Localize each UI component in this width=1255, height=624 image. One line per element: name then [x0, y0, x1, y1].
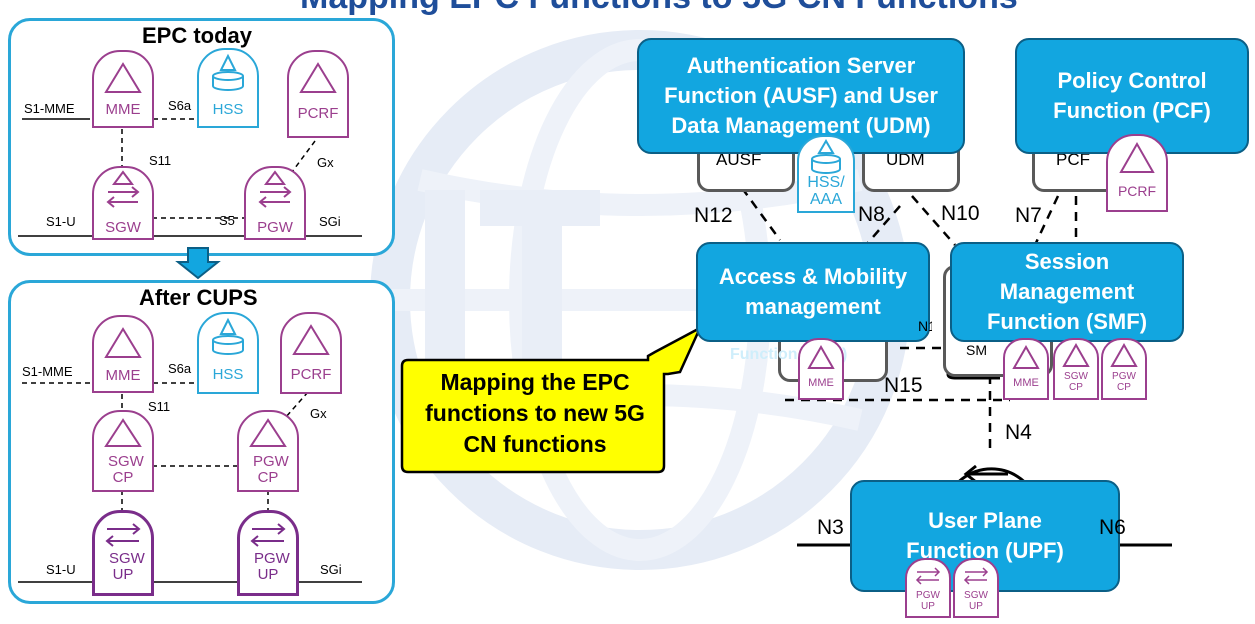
cups-pgw-up-label: PGW UP	[254, 550, 290, 583]
n11-label: N11	[918, 318, 932, 334]
s5-label: S5	[219, 213, 235, 228]
mme-label: MME	[105, 101, 141, 118]
sgw-cp-5g-label: SGW CP	[1064, 371, 1088, 393]
pgw-cp-5g-label: PGW CP	[1112, 371, 1136, 393]
s11-label: S11	[149, 153, 172, 168]
pcrf-5g-label: PCRF	[1117, 183, 1157, 199]
cups-sgw-cp-node: SGW CP	[92, 410, 154, 492]
n3-label: N3	[817, 516, 844, 539]
cups-s11-label: S11	[148, 399, 171, 414]
sgw-cp-5g-node: SGW CP	[1053, 338, 1099, 400]
sgw-label: SGW	[105, 219, 141, 236]
n12-label: N12	[694, 204, 733, 227]
n6-label: N6	[1099, 516, 1126, 539]
amf-box: Access & Mobility management	[696, 242, 930, 342]
cups-sgw-up-label: SGW UP	[109, 550, 145, 583]
cups-hss-label: HSS	[212, 366, 244, 383]
cups-s6a-label: S6a	[168, 361, 192, 376]
hss-aaa-label: HSS/ AAA	[807, 174, 845, 208]
cups-s1-u-label: S1-U	[46, 562, 76, 577]
n8-label: N8	[858, 203, 885, 226]
pcrf-label: PCRF	[297, 105, 339, 122]
pgw-node: PGW	[244, 166, 306, 240]
cups-pcrf-label: PCRF	[290, 366, 332, 383]
callout-text: Mapping the EPC functions to new 5G CN f…	[425, 369, 645, 457]
s1-u-label: S1-U	[46, 214, 76, 229]
s1-mme-label: S1-MME	[24, 101, 75, 116]
upf-box: User Plane Function (UPF)	[850, 480, 1120, 592]
cups-pgw-cp-node: PGW CP	[237, 410, 299, 492]
cups-s1-mme-label: S1-MME	[22, 364, 73, 379]
cups-sgi-label: SGi	[320, 562, 342, 577]
sgi-label: SGi	[319, 214, 341, 229]
pgw-label: PGW	[257, 219, 293, 236]
pcrf-node: PCRF	[287, 50, 349, 138]
gx-label: Gx	[317, 155, 334, 170]
ausf-label: AUSF	[716, 150, 762, 169]
cups-sgw-up-node: SGW UP	[92, 510, 154, 596]
after-cups-title: After CUPS	[139, 285, 258, 310]
sgw-up-5g-label: SGW UP	[964, 590, 988, 612]
n4-label: N4	[1005, 421, 1032, 444]
n7-label: N7	[1015, 204, 1042, 227]
epc-today-title: EPC today	[142, 23, 253, 48]
udm-label: UDM	[886, 150, 925, 169]
cups-pgw-up-node: PGW UP	[237, 510, 299, 596]
mme-amf-node: MME	[798, 338, 844, 400]
cups-mme-label: MME	[105, 367, 141, 384]
cups-pcrf-node: PCRF	[280, 312, 342, 394]
pgw-up-5g-label: PGW UP	[916, 590, 940, 612]
smf-box: Session Management Function (SMF)	[950, 242, 1184, 342]
hss-label: HSS	[212, 101, 244, 118]
sgw-node: SGW	[92, 166, 154, 240]
cups-pgw-cp-label: PGW CP	[253, 453, 289, 486]
pgw-cp-5g-node: PGW CP	[1101, 338, 1147, 400]
hss-node: HSS	[197, 48, 259, 128]
cups-sgw-cp-label: SGW CP	[108, 453, 144, 486]
cups-hss-node: HSS	[197, 312, 259, 394]
n10-label: N10	[941, 202, 980, 225]
sgw-up-5g-node: SGW UP	[953, 558, 999, 618]
pcf-label: PCF	[1056, 150, 1090, 169]
pcrf-5g-node: PCRF	[1106, 134, 1168, 212]
mme-smf-label: MME	[1013, 377, 1039, 389]
ausf-udm-box: Authentication Server Function (AUSF) an…	[637, 38, 965, 154]
mme-node: MME	[92, 50, 154, 128]
smf-hidden-label: SM	[966, 342, 987, 358]
page-title: Mapping EPC Functions to 5G CN Functions	[300, 0, 1018, 17]
pgw-up-5g-node: PGW UP	[905, 558, 951, 618]
mme-amf-label: MME	[808, 377, 834, 389]
s6a-label: S6a	[168, 98, 192, 113]
cups-gx-label: Gx	[310, 406, 327, 421]
cups-mme-node: MME	[92, 315, 154, 393]
n15-label: N15	[884, 374, 923, 397]
mme-smf-node: MME	[1003, 338, 1049, 400]
hss-aaa-node: HSS/ AAA	[797, 135, 855, 213]
